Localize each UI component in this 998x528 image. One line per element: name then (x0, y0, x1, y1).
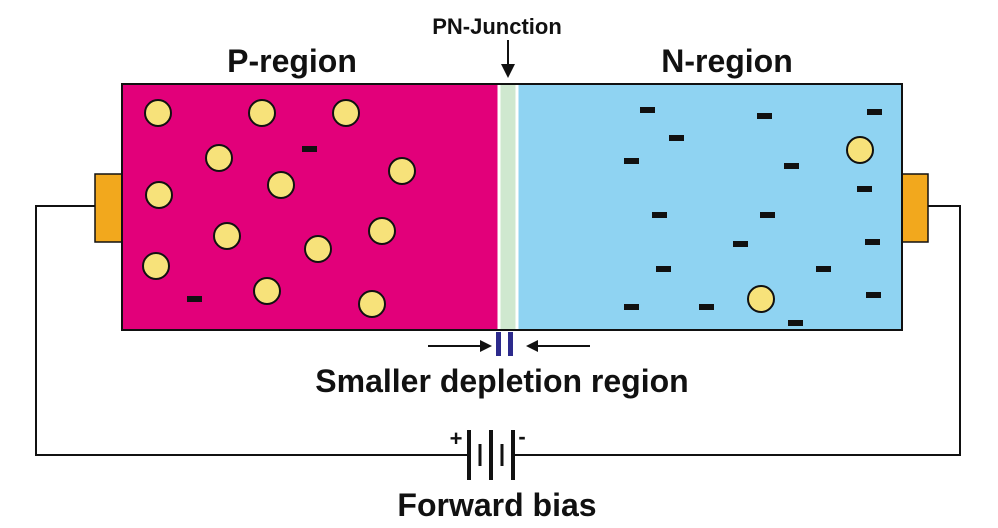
electron (187, 296, 202, 302)
holes-n-region (747, 136, 874, 313)
electron (699, 304, 714, 310)
electron (652, 212, 667, 218)
left-contact (94, 173, 123, 243)
electron (866, 292, 881, 298)
hole (267, 171, 295, 199)
hole (145, 181, 173, 209)
hole (304, 235, 332, 263)
hole (332, 99, 360, 127)
p-region-block (122, 84, 499, 330)
electron (624, 158, 639, 164)
electron (760, 212, 775, 218)
hole (205, 144, 233, 172)
hole (368, 217, 396, 245)
forward-bias-label: Forward bias (397, 487, 596, 523)
hole (846, 136, 874, 164)
electron (624, 304, 639, 310)
electrons-n-region (624, 107, 882, 326)
depletion-region-bars (496, 332, 513, 356)
junction-band (499, 84, 517, 330)
hole (213, 222, 241, 250)
n-region-block (517, 84, 902, 330)
hole (388, 157, 416, 185)
electron (302, 146, 317, 152)
hole (358, 290, 386, 318)
p-region-label: P-region (227, 43, 357, 79)
electron (757, 113, 772, 119)
hole (144, 99, 172, 127)
holes-p-region (142, 99, 416, 318)
hole (248, 99, 276, 127)
hole (253, 277, 281, 305)
electron (733, 241, 748, 247)
electron (669, 135, 684, 141)
pn-junction-label: PN-Junction (432, 14, 562, 39)
n-region-label: N-region (661, 43, 793, 79)
battery-minus-label: - (518, 424, 525, 449)
hole (142, 252, 170, 280)
circuit-wire (35, 205, 961, 456)
electron (865, 239, 880, 245)
electron (857, 186, 872, 192)
depletion-region-label: Smaller depletion region (315, 363, 688, 399)
depletion-arrows (428, 340, 590, 352)
junction-arrow (501, 40, 515, 78)
electron (784, 163, 799, 169)
electrons-p-region (187, 146, 317, 302)
electron (867, 109, 882, 115)
electron (640, 107, 655, 113)
electron (816, 266, 831, 272)
battery-plus-label: + (450, 426, 463, 451)
electron (788, 320, 803, 326)
electron (656, 266, 671, 272)
device-outline (121, 83, 903, 331)
battery-icon (467, 430, 515, 480)
right-contact (901, 173, 929, 243)
hole (747, 285, 775, 313)
